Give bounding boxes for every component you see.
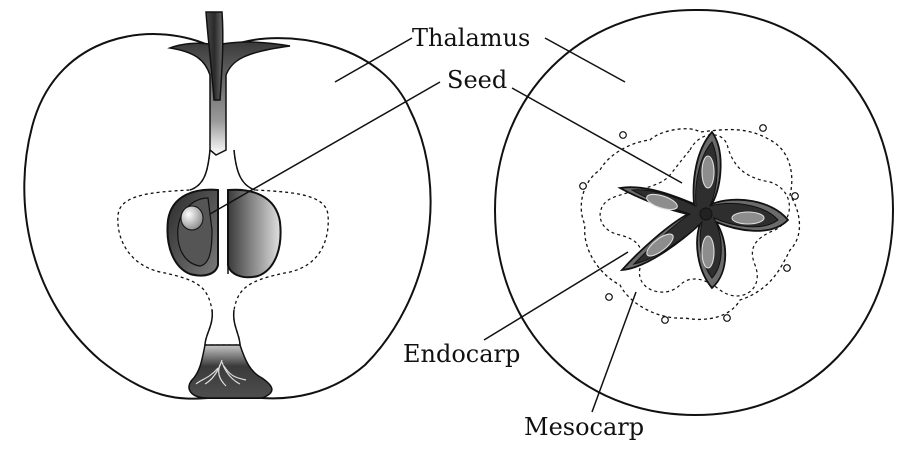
cross-seeds bbox=[646, 155, 765, 269]
vascular-bundles bbox=[579, 124, 799, 324]
longitudinal-section bbox=[23, 11, 432, 400]
locule-right bbox=[227, 188, 282, 279]
calyx-fibres bbox=[195, 359, 247, 387]
carpel-outline bbox=[599, 134, 790, 297]
stalk-cavity bbox=[167, 41, 291, 156]
stalk bbox=[205, 11, 224, 101]
seed-highlight bbox=[180, 205, 204, 231]
calyx bbox=[188, 344, 273, 399]
central-axis bbox=[699, 207, 713, 221]
label-endocarp: Endocarp bbox=[403, 340, 520, 368]
label-mesocarp: Mesocarp bbox=[524, 413, 644, 441]
vascular-ring bbox=[580, 128, 801, 321]
transverse-section bbox=[493, 8, 895, 417]
label-thalamus: Thalamus bbox=[412, 24, 530, 52]
label-seed: Seed bbox=[447, 66, 507, 94]
leader-lines bbox=[209, 37, 683, 413]
